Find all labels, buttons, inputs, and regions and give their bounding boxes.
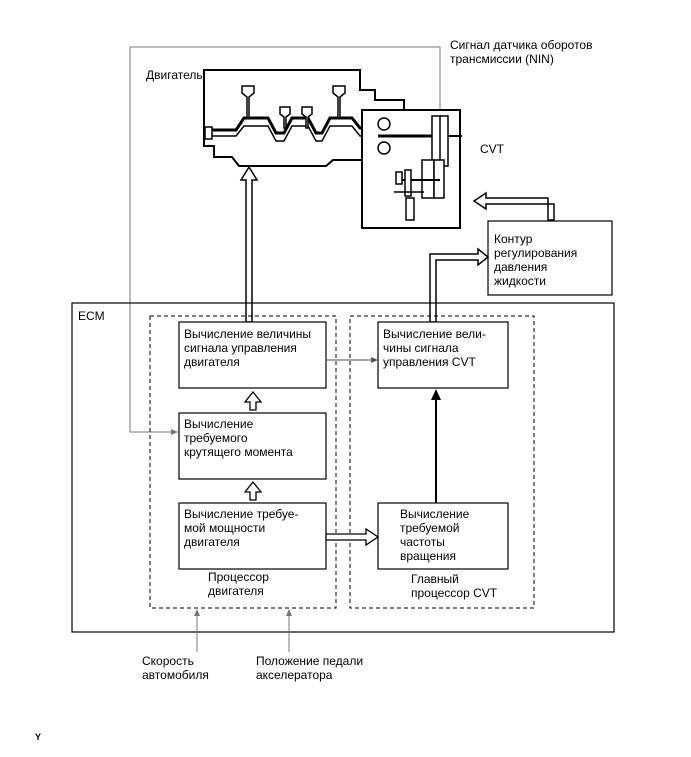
accel-pedal-input-arrowhead bbox=[286, 609, 292, 616]
cvt-label: CVT bbox=[480, 142, 504, 156]
cvt-control-to-pressure-arrow bbox=[429, 247, 490, 323]
vehicle-speed-label: Скорость автомобиля bbox=[142, 654, 209, 682]
corner-mark: Y bbox=[35, 732, 42, 742]
required-torque-block bbox=[178, 412, 327, 480]
nin-signal-label: Сигнал датчика оборотов трансмиссии (NIN… bbox=[450, 38, 593, 66]
vehicle-speed-input-arrowhead bbox=[194, 609, 200, 616]
ecm-label: ECM bbox=[78, 309, 105, 323]
pressure-to-cvt-arrow bbox=[472, 191, 555, 221]
required-speed-block bbox=[377, 502, 509, 570]
engine-to-cvt-signal-arrowhead bbox=[371, 357, 378, 363]
cvt-control-signal-text: Вычисление вели- чины сигнала управления… bbox=[383, 327, 486, 369]
nin-signal-line bbox=[129, 46, 441, 433]
ecm-to-engine-arrow bbox=[239, 165, 259, 323]
required-torque-text: Вычисление требуемого крутящего момента bbox=[184, 417, 293, 459]
pressure-control-label: Контур регулирования давления жидкости bbox=[494, 232, 578, 288]
power-to-torque-arrow bbox=[243, 480, 263, 501]
torque-to-control-arrow bbox=[243, 390, 263, 411]
cvt-mechanism bbox=[377, 115, 462, 221]
engine-control-signal-text: Вычисление величины сигнала управления д… bbox=[184, 327, 312, 369]
required-speed-text: Вычисление требуемой частоты вращения bbox=[400, 507, 470, 563]
required-power-block bbox=[178, 502, 327, 570]
engine-control-signal-block bbox=[178, 321, 327, 389]
crankshaft-end bbox=[204, 126, 213, 140]
cvt-processor-label: Главный процессор CVT bbox=[411, 572, 498, 600]
engine-processor-label: Процессор двигателя bbox=[208, 570, 269, 598]
nin-signal-arrowhead bbox=[171, 429, 178, 435]
cvt-processor-box bbox=[349, 315, 535, 609]
engine-pistons bbox=[241, 85, 346, 129]
accel-pedal-label: Положение педали акселератора bbox=[256, 654, 364, 682]
required-power-text: Вычисление требуе- мой мощности двигател… bbox=[184, 507, 299, 549]
pressure-control-box bbox=[487, 220, 613, 296]
engine-processor-box bbox=[149, 315, 337, 609]
cvt-control-signal-block bbox=[377, 321, 509, 389]
power-to-speed-arrow bbox=[325, 527, 380, 547]
speed-to-cvt-control-arrowhead bbox=[431, 389, 441, 400]
ecm-box bbox=[71, 302, 615, 633]
engine-label: Двигатель bbox=[146, 68, 203, 82]
